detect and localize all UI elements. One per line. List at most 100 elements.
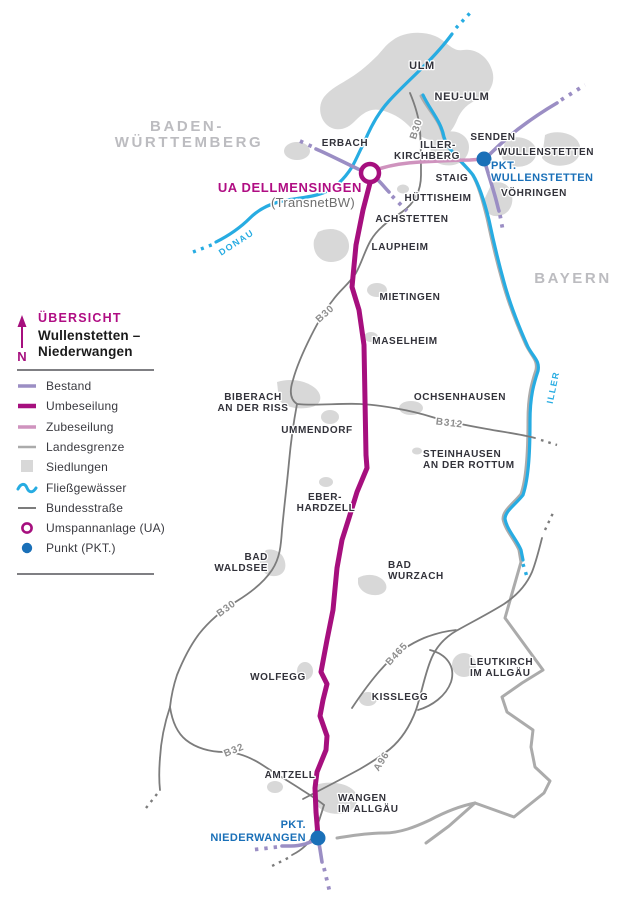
- town-label-biberach-1: BIBERACH: [224, 392, 282, 403]
- bestand-voehringen-dotted: [498, 214, 505, 232]
- road-a96-dotted-end: [543, 512, 555, 531]
- north-label: N: [17, 349, 26, 364]
- town-label-bad-waldsee-2: WALDSEE: [214, 563, 268, 574]
- road-b30-sw-branch: [158, 706, 171, 791]
- ua-dellmensingen-marker: [358, 161, 382, 185]
- pkt-niederwangen-label-1: PKT.: [281, 819, 306, 831]
- bestand-niederwangen-south-dotted: [322, 867, 332, 894]
- settlement-shape-ochsenhausen: [399, 401, 423, 415]
- town-label-eberhardzell-2: HARDZELL: [297, 503, 356, 514]
- road-a96: [302, 537, 543, 800]
- town-label-eberhardzell-1: EBER-: [308, 492, 342, 503]
- settlement-shape-wolfegg: [297, 662, 313, 680]
- settlement-shape-eberhardzell: [319, 477, 333, 487]
- bestand-achstetten-dotted: [390, 194, 409, 213]
- region-label-bayern: BAYERN: [534, 270, 612, 287]
- road-label-b465: B465: [384, 641, 411, 668]
- town-label-wullenstetten: WULLENSTETTEN: [498, 147, 594, 158]
- iller-dotted-end: [521, 563, 530, 581]
- road-b32: [169, 706, 325, 806]
- town-label-ochsenhausen: OCHSENHAUSEN: [414, 392, 506, 403]
- town-label-neu-ulm: NEU-ULM: [435, 91, 490, 103]
- town-label-mietingen: MIETINGEN: [380, 292, 441, 303]
- legend-item-umbeseilung: Umbeseilung: [46, 399, 118, 413]
- region-labels: BADEN- WÜRTTEMBERG BAYERN: [115, 118, 612, 287]
- roads: [145, 92, 558, 868]
- zubeseilung-line: [368, 157, 486, 174]
- legend-subtitle-2: Niederwangen: [38, 344, 133, 359]
- town-label-steinhausen-2: AN DER ROTTUM: [423, 460, 515, 471]
- road-b465: [351, 629, 457, 709]
- road-b312-dotted-end: [540, 438, 558, 447]
- donau-through-ulm: [362, 32, 454, 145]
- road-b312: [296, 402, 536, 439]
- settlement-shape-amtzell: [267, 781, 283, 793]
- donau-dotted-ne: [454, 11, 472, 30]
- settlement-shape-steinhausen: [412, 447, 422, 455]
- legend-item-bestand: Bestand: [46, 379, 91, 393]
- road-label-b32: B32: [222, 742, 245, 760]
- legend-item-zubeseilung: Zubeseilung: [46, 420, 114, 434]
- town-labels: ULM NEU-ULM ERBACH ILLER- KIRCHBERG SEND…: [213, 59, 595, 817]
- town-label-amtzell: AMTZELL: [265, 770, 316, 781]
- settlement-shape-senden: [542, 132, 581, 166]
- umbeseilung-route: [312, 180, 373, 839]
- town-label-biberach-2: AN DER RISS: [217, 403, 288, 414]
- town-label-maselheim: MASELHEIM: [372, 336, 437, 347]
- town-label-steinhausen-1: STEINHAUSEN: [423, 449, 501, 460]
- road-label-b30-mid: B30: [314, 303, 337, 325]
- settlement-shape-maselheim: [364, 332, 378, 342]
- river-label-donau: DONAU: [217, 227, 256, 257]
- pkt-wullenstetten-label-2: WULLENSTETTEN: [491, 172, 593, 184]
- settlements: [259, 32, 581, 814]
- region-label-bw-1: BADEN-: [150, 118, 224, 135]
- point-labels: UA DELLMENSINGEN (TransnetBW) PKT. WULLE…: [209, 159, 594, 846]
- landesgrenze-branch: [424, 801, 477, 845]
- river-label-iller: ILLER: [545, 370, 562, 404]
- region-label-bw-2: WÜRTTEMBERG: [115, 134, 264, 151]
- settlement-shape-ummendorf: [321, 410, 339, 424]
- settlement-shape-biberach: [277, 380, 321, 409]
- settlement-shape-wangen: [314, 782, 358, 814]
- town-label-voehringen: VÖHRINGEN: [501, 186, 567, 199]
- settlement-shape-huettisheim: [397, 184, 409, 194]
- legend-swatch-fliessgewaesser: [16, 482, 38, 494]
- pkt-niederwangen-label-2: NIEDERWANGEN: [210, 832, 306, 844]
- bestand-niederwangen-west-dotted: [250, 845, 278, 852]
- town-label-kisslegg: KISSLEGG: [372, 692, 428, 703]
- ua-dellmensingen-label: UA DELLMENSINGEN: [218, 180, 362, 195]
- legend-item-fliessgewaesser: Fließgewässer: [46, 481, 127, 495]
- legend-item-umspannanlage: Umspannanlage (UA): [46, 521, 165, 535]
- donau-dotted-end: [192, 242, 215, 254]
- road-wangen-dotted-end: [271, 856, 289, 868]
- north-arrow-icon: N: [17, 315, 27, 364]
- settlement-shape-laupheim: [313, 228, 350, 262]
- town-label-leutkirch-2: IM ALLGÄU: [470, 666, 531, 679]
- ua-dellmensingen-sublabel: (TransnetBW): [271, 195, 355, 210]
- road-leutkirch-loop: [417, 649, 454, 711]
- legend-subtitle-1: Wullenstetten –: [38, 328, 141, 343]
- town-label-bad-wurzach-2: WURZACH: [388, 571, 444, 582]
- legend-item-bundesstrasse: Bundesstraße: [46, 501, 123, 515]
- road-label-a96: A96: [372, 750, 392, 773]
- settlement-shape-voehringen: [483, 182, 513, 217]
- legend-swatch-siedlungen: [21, 460, 33, 472]
- iller-river: [421, 93, 540, 562]
- settlement-shape-leutkirch: [452, 653, 476, 677]
- road-b30-south: [169, 403, 298, 708]
- town-label-wolfegg: WOLFEGG: [250, 672, 306, 683]
- settlement-shape-mietingen: [367, 283, 387, 297]
- town-label-senden: SENDEN: [470, 132, 515, 143]
- town-label-ummendorf: UMMENDORF: [281, 425, 353, 436]
- town-label-wangen-1: WANGEN: [338, 793, 387, 804]
- settlement-shape-wullenstetten: [502, 137, 537, 167]
- town-label-bad-waldsee-1: BAD: [245, 552, 268, 563]
- town-label-leutkirch-1: LEUTKIRCH: [470, 657, 533, 668]
- pkt-niederwangen-marker: [310, 830, 326, 846]
- town-label-staig: STAIG: [436, 173, 469, 184]
- town-label-bad-wurzach-1: BAD: [388, 560, 411, 571]
- legend-title: ÜBERSICHT: [38, 310, 122, 325]
- legend-item-punkt: Punkt (PKT.): [46, 541, 116, 555]
